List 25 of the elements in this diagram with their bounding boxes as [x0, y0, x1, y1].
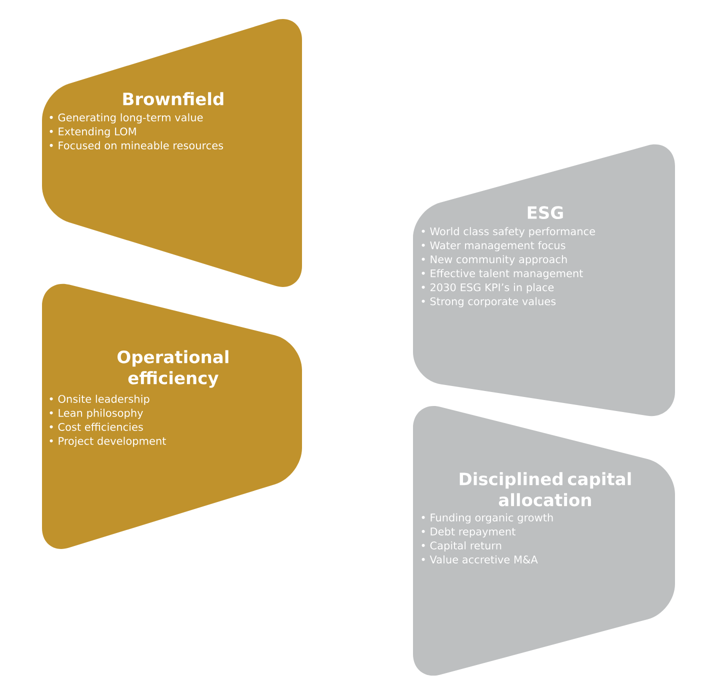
panel-title: ESG	[528, 206, 563, 220]
bullet-item: • Project development	[50, 436, 166, 447]
bullet-item: • Funding organic growth	[422, 513, 553, 524]
bullet-item: • Capital return	[422, 541, 502, 552]
hexagon-panel	[413, 144, 675, 416]
bullet-item: • Cost efficiencies	[50, 422, 143, 431]
hexagon-panel	[413, 406, 675, 676]
panel-title: Disciplined capital allocation	[460, 472, 631, 506]
bullet-item: • Water management focus	[422, 241, 566, 252]
bullet-item: • Strong corporate values	[422, 297, 556, 308]
bullet-item: • Debt repayment	[422, 527, 516, 538]
hexagon-panel	[42, 284, 302, 549]
hexagon-panel	[42, 19, 302, 287]
bullet-item: • Effective talent management	[422, 269, 583, 280]
bullet-item: • Lean philosophy	[50, 408, 143, 419]
panel-title: Brownfield	[123, 92, 224, 106]
bullet-item: • New community approach	[422, 255, 567, 266]
bullet-item: • Extending LOM	[50, 127, 136, 138]
panel-title: Operational efficiency	[118, 350, 228, 388]
bullet-item: • Generating long-term value	[50, 113, 203, 124]
bullet-item: • World class safety performance	[422, 227, 595, 238]
bullet-item: • Focused on mineable resources	[50, 141, 224, 150]
bullet-item: • Value accretive M&A	[422, 555, 538, 564]
bullet-item: • Onsite leadership	[50, 394, 150, 405]
bullet-item: • 2030 ESG KPI’s in place	[422, 283, 554, 294]
